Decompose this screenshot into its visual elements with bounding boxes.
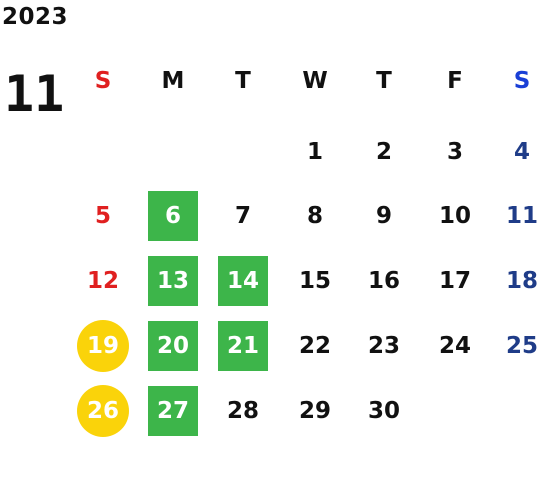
calendar-day-20[interactable]: 20 xyxy=(148,321,198,371)
calendar-day-3[interactable]: 3 xyxy=(446,139,463,165)
calendar-day-26[interactable]: 26 xyxy=(77,385,129,437)
weekday-header-sun: S xyxy=(94,68,112,94)
weekday-header-mon: M xyxy=(161,68,185,94)
calendar-day-5[interactable]: 5 xyxy=(94,203,111,229)
calendar-day-4[interactable]: 4 xyxy=(513,139,530,165)
month-label: 11 xyxy=(4,65,65,123)
calendar-day-15[interactable]: 15 xyxy=(298,268,331,294)
weekday-header-thu: T xyxy=(376,68,392,94)
year-label: 2023 xyxy=(2,4,69,30)
calendar-day-17[interactable]: 17 xyxy=(438,268,471,294)
calendar-day-18[interactable]: 18 xyxy=(505,268,538,294)
calendar-day-19[interactable]: 19 xyxy=(77,320,129,372)
calendar-day-13[interactable]: 13 xyxy=(148,256,198,306)
calendar-day-6[interactable]: 6 xyxy=(148,191,198,241)
weekday-header-wed: W xyxy=(302,68,328,94)
calendar-day-30[interactable]: 30 xyxy=(367,398,400,424)
calendar-day-11[interactable]: 11 xyxy=(505,203,538,229)
calendar-day-24[interactable]: 24 xyxy=(438,333,471,359)
calendar-day-23[interactable]: 23 xyxy=(367,333,400,359)
calendar-day-29[interactable]: 29 xyxy=(298,398,331,424)
calendar-day-27[interactable]: 27 xyxy=(148,386,198,436)
calendar-day-9[interactable]: 9 xyxy=(375,203,392,229)
calendar-day-1[interactable]: 1 xyxy=(306,139,323,165)
calendar-day-14[interactable]: 14 xyxy=(218,256,268,306)
calendar-day-25[interactable]: 25 xyxy=(505,333,538,359)
calendar-day-8[interactable]: 8 xyxy=(306,203,323,229)
calendar-day-22[interactable]: 22 xyxy=(298,333,331,359)
calendar-day-10[interactable]: 10 xyxy=(438,203,471,229)
calendar-day-28[interactable]: 28 xyxy=(226,398,259,424)
calendar-day-12[interactable]: 12 xyxy=(86,268,119,294)
calendar-day-7[interactable]: 7 xyxy=(234,203,251,229)
weekday-header-fri: F xyxy=(447,68,463,94)
calendar-day-16[interactable]: 16 xyxy=(367,268,400,294)
weekday-header-sat: S xyxy=(513,68,531,94)
calendar-day-2[interactable]: 2 xyxy=(375,139,392,165)
calendar-day-21[interactable]: 21 xyxy=(218,321,268,371)
weekday-header-tue: T xyxy=(235,68,251,94)
